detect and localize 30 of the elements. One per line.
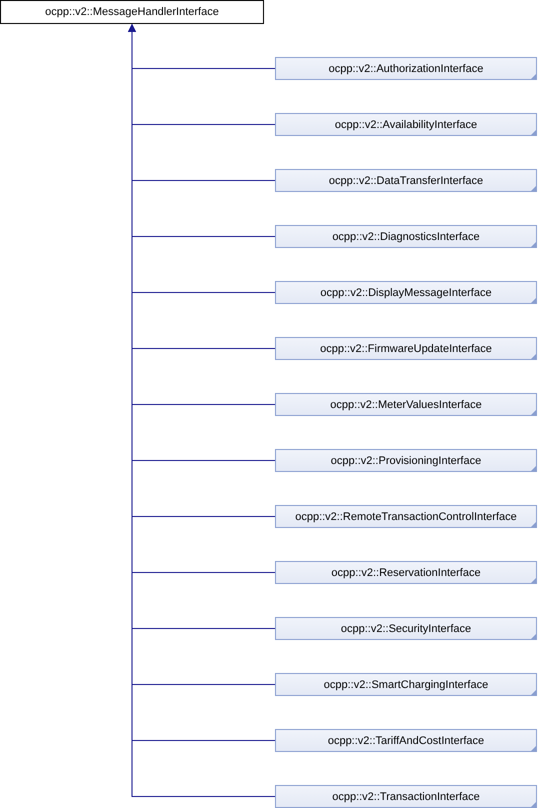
derived-class-box: [275, 393, 537, 416]
class-name: ocpp::v2::AvailabilityInterface: [334, 118, 478, 130]
derived-class-box: [275, 729, 537, 752]
derived-class-box: [275, 169, 537, 192]
derived-class-box: [275, 505, 537, 528]
derived-class-box: [275, 57, 537, 80]
class-name: ocpp::v2::RemoteTransactionControlInterface: [295, 510, 517, 522]
class-name: ocpp::v2::SecurityInterface: [340, 622, 472, 634]
class-name: ocpp::v2::MeterValuesInterface: [330, 398, 482, 410]
derived-class-box: [275, 337, 537, 360]
derived-class-box: [275, 673, 537, 696]
class-name: ocpp::v2::DiagnosticsInterface: [332, 230, 480, 242]
derived-class-box: [275, 785, 537, 808]
derived-class-box: [275, 281, 537, 304]
class-name: ocpp::v2::TariffAndCostInterface: [328, 734, 484, 746]
class-name: ocpp::v2::ProvisioningInterface: [330, 454, 482, 466]
base-class-box: [0, 0, 264, 24]
derived-class-box: [275, 617, 537, 640]
class-name: ocpp::v2::DisplayMessageInterface: [320, 286, 492, 298]
class-name: ocpp::v2::DataTransferInterface: [328, 174, 484, 186]
class-name: ocpp::v2::SmartChargingInterface: [324, 678, 488, 690]
class-name: ocpp::v2::TransactionInterface: [332, 790, 480, 802]
class-name: ocpp::v2::ReservationInterface: [331, 566, 481, 578]
derived-class-box: [275, 225, 537, 248]
derived-class-box: [275, 113, 537, 136]
class-name: ocpp::v2::FirmwareUpdateInterface: [320, 342, 492, 354]
derived-class-box: [275, 561, 537, 584]
class-name: ocpp::v2::AuthorizationInterface: [328, 62, 484, 74]
class-name: ocpp::v2::MessageHandlerInterface: [45, 6, 219, 18]
derived-class-box: [275, 449, 537, 472]
